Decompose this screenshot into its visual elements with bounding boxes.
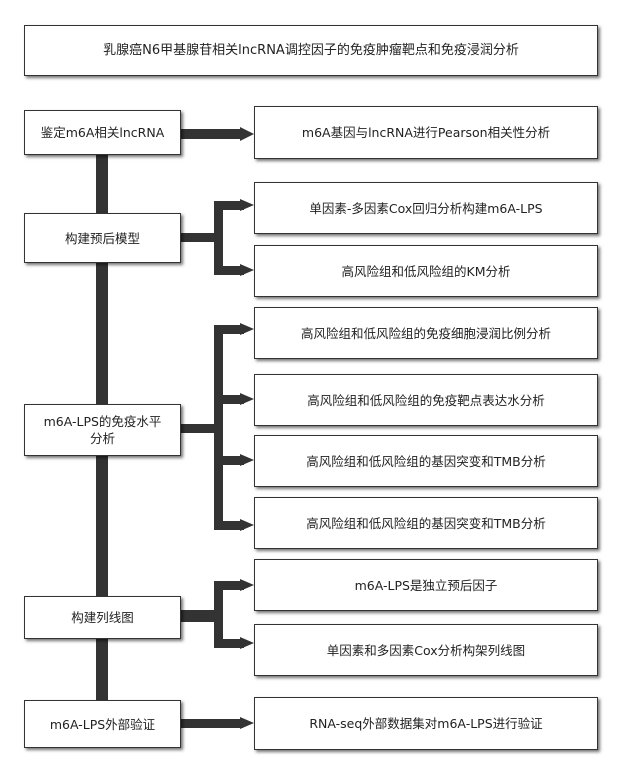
arrow-4a: [240, 579, 254, 591]
detail-3-2-box: 高风险组和低风险组的免疫靶点表达水分析: [254, 374, 598, 426]
step-5-label: m6A-LPS外部验证: [49, 716, 156, 732]
detail-4-1-box: m6A-LPS是独立预后因子: [254, 559, 598, 611]
detail-4-2-box: 单因素和多因素Cox分析构架列线图: [254, 624, 598, 676]
step-1-box: 鉴定m6A相关lncRNA: [24, 110, 181, 155]
connector-4b: [214, 639, 244, 648]
connector-2a: [214, 201, 244, 210]
detail-5-1-box: RNA-seq外部数据集对m6A-LPS进行验证: [254, 697, 598, 750]
arrow-4b: [240, 637, 254, 649]
detail-4-2-label: 单因素和多因素Cox分析构架列线图: [326, 642, 526, 658]
arrow-2b: [240, 264, 254, 276]
step-1-label: 鉴定m6A相关lncRNA: [40, 125, 165, 140]
detail-2-2-box: 高风险组和低风险组的KM分析: [254, 245, 598, 297]
detail-3-2-label: 高风险组和低风险组的免疫靶点表达水分析: [307, 392, 545, 408]
connector-2b: [214, 266, 244, 275]
connector-5: [181, 719, 243, 728]
detail-3-1-box: 高风险组和低风险组的免疫细胞浸润比例分析: [254, 307, 598, 359]
title-box: 乳腺癌N6甲基腺苷相关lncRNA调控因子的免疫肿瘤靶点和免疫浸润分析: [24, 25, 598, 76]
detail-5-1-label: RNA-seq外部数据集对m6A-LPS进行验证: [309, 716, 543, 731]
detail-4-1-label: m6A-LPS是独立预后因子: [354, 577, 498, 593]
detail-2-1-label: 单因素-多因素Cox回归分析构建m6A-LPS: [309, 200, 543, 216]
arrow-3a: [240, 323, 254, 335]
connector-4-stem: [181, 610, 219, 622]
step-4-box: 构建列线图: [24, 596, 181, 639]
step-3-label: m6A-LPS的免疫水平分析: [43, 414, 162, 446]
connector-3c: [214, 456, 244, 465]
connector-4-vert: [214, 581, 223, 647]
connector-3-stem: [181, 424, 219, 433]
arrow-3c: [240, 454, 254, 466]
detail-2-1-box: 单因素-多因素Cox回归分析构建m6A-LPS: [254, 182, 598, 234]
detail-3-3-label: 高风险组和低风险组的基因突变和TMB分析: [306, 453, 546, 469]
step-3-box: m6A-LPS的免疫水平分析: [24, 404, 181, 456]
arrow-1: [240, 127, 254, 141]
detail-2-2-label: 高风险组和低风险组的KM分析: [341, 263, 511, 279]
detail-3-1-label: 高风险组和低风险组的免疫细胞浸润比例分析: [300, 325, 551, 341]
connector-3a: [214, 325, 244, 334]
connector-3-vert: [214, 325, 223, 530]
detail-3-4-box: 高风险组和低风险组的基因突变和TMB分析: [254, 497, 598, 549]
detail-1-1-box: m6A基因与lncRNA进行Pearson相关性分析: [254, 106, 598, 159]
step-4-label: 构建列线图: [71, 610, 134, 625]
detail-1-1-label: m6A基因与lncRNA进行Pearson相关性分析: [301, 125, 551, 140]
arrow-3b: [240, 393, 254, 405]
connector-3b: [214, 395, 244, 404]
connector-4a: [214, 581, 244, 590]
step-5-box: m6A-LPS外部验证: [24, 700, 181, 748]
detail-3-4-label: 高风险组和低风险组的基因突变和TMB分析: [306, 515, 546, 531]
step-2-box: 构建预后模型: [24, 213, 181, 263]
connector-2-vert: [214, 201, 223, 274]
detail-3-3-box: 高风险组和低风险组的基因突变和TMB分析: [254, 435, 598, 487]
arrow-5: [240, 717, 254, 729]
connector-1: [181, 129, 243, 139]
connector-3d: [214, 521, 244, 530]
connector-2-stem: [181, 233, 219, 242]
diagram-title: 乳腺癌N6甲基腺苷相关lncRNA调控因子的免疫肿瘤靶点和免疫浸润分析: [103, 43, 519, 58]
step-2-label: 构建预后模型: [64, 230, 140, 246]
arrow-3d: [240, 519, 254, 531]
arrow-2a: [240, 199, 254, 211]
